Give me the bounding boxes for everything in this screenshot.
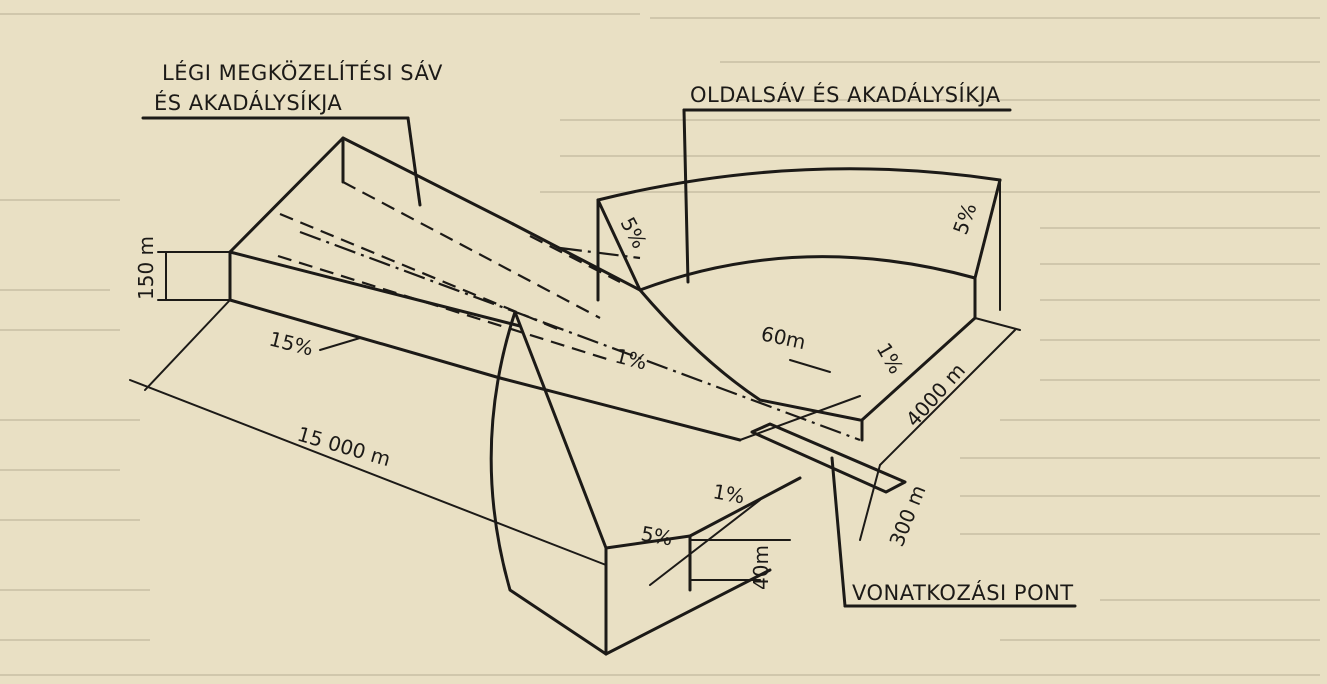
reference-point-label: VONATKOZÁSI PONT: [852, 580, 1074, 605]
dimension-40m: 40m: [749, 545, 773, 590]
slope-approach-1: 1%: [613, 344, 650, 375]
front-conical-surface: [489, 310, 802, 656]
side-strip-label: OLDALSÁV ÉS AKADÁLYSÍKJA: [690, 82, 1001, 107]
slope-side-right-5: 5%: [948, 200, 981, 238]
dimension-150m: 150 m: [134, 236, 158, 300]
slope-front-5: 5%: [639, 521, 674, 550]
approach-label-line1: LÉGI MEGKÖZELÍTÉSI SÁV: [162, 60, 443, 85]
background-text-lines: [0, 13, 1320, 676]
slope-side-top-1: 1%: [872, 339, 909, 378]
approach-label-line2: ÉS AKADÁLYSÍKJA: [154, 90, 342, 115]
slope-approach-15: 15%: [267, 327, 316, 361]
slope-front-1: 1%: [711, 479, 746, 508]
leader-lines: [141, 108, 1077, 608]
runway-strip: [739, 395, 907, 494]
dimension-300m: 300 m: [884, 482, 930, 550]
dimension-60m: 60m: [759, 321, 808, 354]
approach-surface: [228, 136, 862, 442]
dimension-lines: [129, 251, 1021, 566]
dimension-4000m: 4000 m: [901, 358, 970, 431]
side-strip-surface: [559, 167, 1002, 442]
